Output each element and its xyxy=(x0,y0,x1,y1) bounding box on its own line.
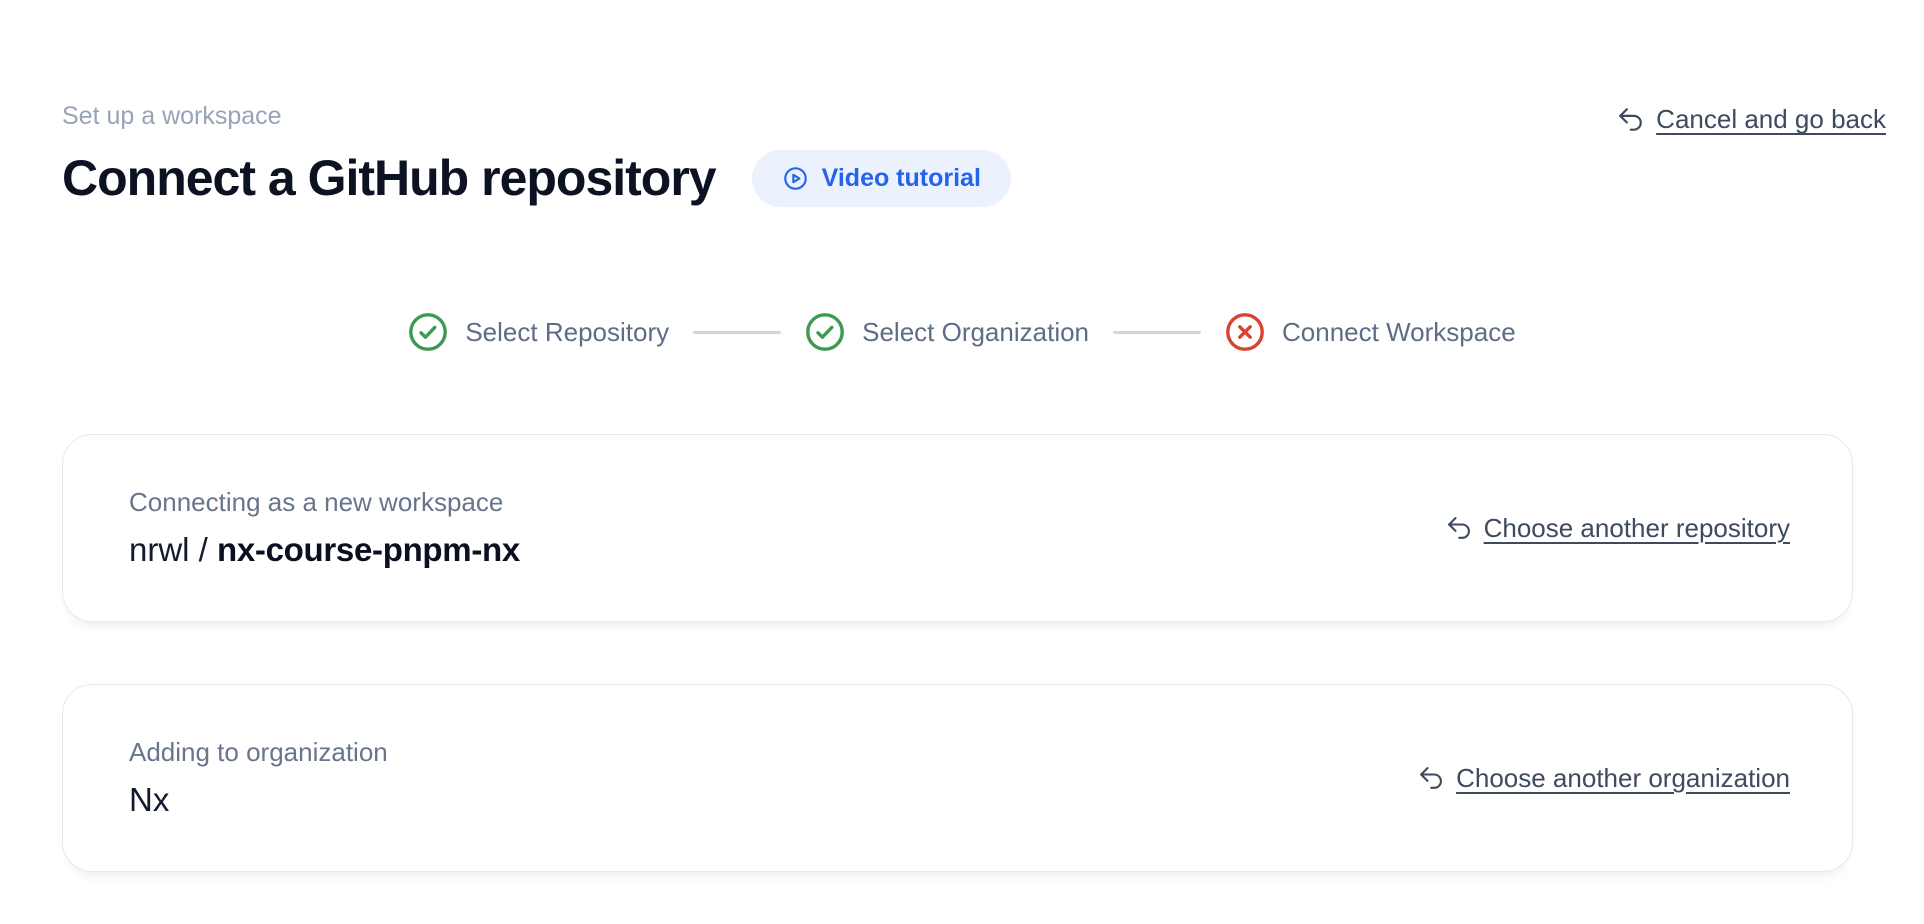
cancel-and-go-back-link[interactable]: Cancel and go back xyxy=(1616,104,1886,135)
breadcrumb-eyebrow: Set up a workspace xyxy=(62,102,282,130)
step-label: Select Repository xyxy=(465,316,670,347)
step-connect-workspace: Connect Workspace xyxy=(1225,312,1516,352)
undo-arrow-icon xyxy=(1417,764,1445,792)
organization-card-label: Adding to organization xyxy=(129,737,388,767)
organization-name: Nx xyxy=(129,779,388,820)
repository-name: nrwl / nx-course-pnpm-nx xyxy=(129,529,520,570)
step-label: Connect Workspace xyxy=(1282,316,1516,347)
setup-stepper: Select Repository Select Organization Co… xyxy=(0,312,1924,352)
repository-owner: nrwl / xyxy=(129,531,218,568)
cancel-and-go-back-label: Cancel and go back xyxy=(1656,104,1886,134)
repository-title: nx-course-pnpm-nx xyxy=(217,531,520,568)
x-circle-icon xyxy=(1225,312,1265,352)
undo-arrow-icon xyxy=(1445,514,1473,542)
cards-container: Connecting as a new workspace nrwl / nx-… xyxy=(0,434,1924,872)
step-connector xyxy=(1113,330,1202,334)
check-circle-icon xyxy=(805,312,845,352)
video-tutorial-button[interactable]: Video tutorial xyxy=(751,149,1011,207)
organization-title: Nx xyxy=(129,781,170,818)
repository-card-label: Connecting as a new workspace xyxy=(129,487,504,517)
page-header: Set up a workspace Connect a GitHub repo… xyxy=(0,0,1924,208)
choose-another-organization-link[interactable]: Choose another organization xyxy=(1417,763,1790,794)
choose-another-organization-label: Choose another organization xyxy=(1456,762,1790,793)
choose-another-repository-link[interactable]: Choose another repository xyxy=(1445,513,1790,544)
video-tutorial-label: Video tutorial xyxy=(821,163,981,192)
play-circle-icon xyxy=(782,165,809,192)
repository-card: Connecting as a new workspace nrwl / nx-… xyxy=(62,434,1853,622)
check-circle-icon xyxy=(408,312,448,352)
undo-arrow-icon xyxy=(1616,105,1645,134)
organization-card: Adding to organization Nx Choose another… xyxy=(62,684,1853,872)
step-connector xyxy=(693,330,782,334)
choose-another-repository-label: Choose another repository xyxy=(1483,512,1790,543)
step-select-organization: Select Organization xyxy=(805,312,1089,352)
step-select-repository: Select Repository xyxy=(408,312,669,352)
page-title: Connect a GitHub repository xyxy=(62,150,717,206)
step-label: Select Organization xyxy=(862,316,1090,347)
